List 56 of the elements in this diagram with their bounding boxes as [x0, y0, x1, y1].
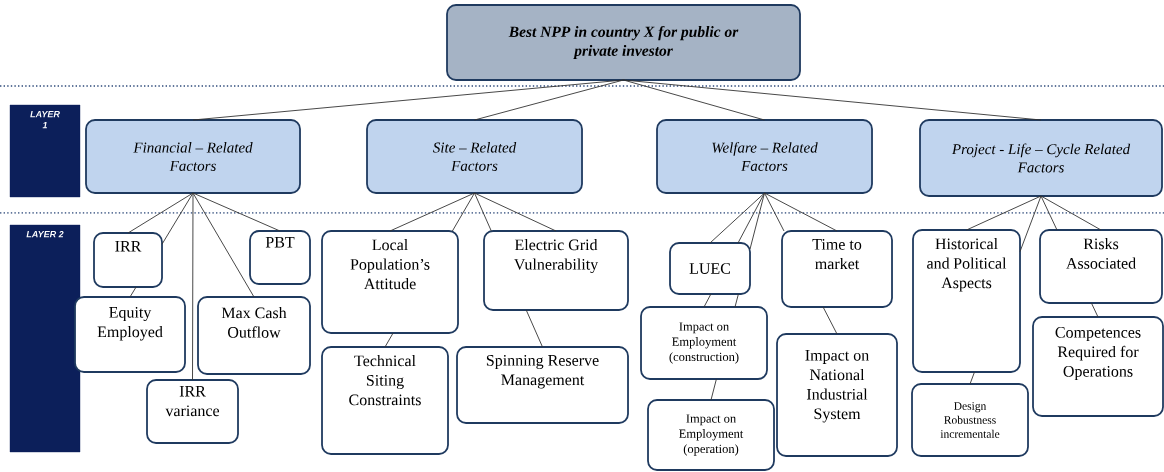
connector-line: [966, 195, 1042, 231]
factor-box: Impact on Employment (construction): [640, 306, 768, 380]
category-box: Financial – Related Factors: [85, 119, 301, 194]
connector-line: [192, 192, 255, 298]
connector-line: [764, 192, 785, 232]
connector-line: [127, 192, 194, 234]
connector-line: [623, 79, 765, 121]
layer-band: LAYER 1: [9, 104, 81, 198]
connector-line: [192, 192, 194, 381]
factor-box: IRR: [93, 232, 163, 288]
category-box: Welfare – Related Factors: [656, 119, 873, 194]
connector-line: [1040, 195, 1102, 231]
connector-line: [129, 286, 137, 298]
goal-box: Best NPP in country X for public or private investor: [446, 4, 801, 81]
factor-box: Time to market: [781, 230, 893, 308]
connector-line: [709, 192, 765, 244]
connector-line: [474, 192, 492, 232]
factor-box: Spinning Reserve Management: [456, 346, 629, 424]
category-box: Project - Life – Cycle Related Factors: [919, 119, 1163, 197]
factor-box: IRR variance: [146, 379, 239, 444]
factor-box: Impact on Employment (operation): [647, 399, 775, 471]
connector-line: [192, 79, 624, 121]
connector-line: [384, 332, 394, 348]
connector-line: [161, 192, 194, 245]
factor-box: Electric Grid Vulnerability: [483, 230, 629, 311]
connector-line: [764, 192, 838, 232]
factor-box: Equity Employed: [74, 296, 186, 373]
factor-box: Local Population’s Attitude: [321, 230, 459, 334]
connector-line: [451, 192, 475, 232]
connector-line: [1090, 302, 1099, 318]
factor-box: Max Cash Outflow: [197, 296, 311, 375]
connector-line: [192, 192, 281, 232]
factor-box: Risks Associated: [1039, 229, 1163, 304]
factor-box: Technical Siting Constraints: [321, 346, 449, 455]
connector-line: [734, 293, 739, 308]
connector-line: [1019, 195, 1042, 253]
layer-band: LAYER 2: [9, 224, 81, 453]
connector-line: [822, 306, 838, 335]
connector-line: [623, 79, 1042, 121]
factor-box: Design Robustness incrementale: [911, 383, 1029, 457]
connector-line: [474, 192, 557, 232]
category-box: Site – Related Factors: [366, 119, 583, 194]
factor-box: LUEC: [669, 242, 751, 295]
factor-box: PBT: [249, 230, 311, 285]
connector-line: [525, 309, 543, 348]
connector-line: [737, 192, 765, 244]
connector-line: [969, 371, 975, 385]
connector-line: [474, 79, 624, 121]
connector-line: [703, 293, 712, 308]
connector-line: [749, 192, 765, 250]
factor-box: Competences Required for Operations: [1032, 316, 1164, 417]
factor-box: Impact on National Industrial System: [776, 333, 898, 457]
factor-box: Historical and Political Aspects: [912, 229, 1021, 373]
connector-line: [389, 192, 475, 232]
connector-line: [710, 378, 717, 401]
connector-line: [1040, 195, 1058, 231]
